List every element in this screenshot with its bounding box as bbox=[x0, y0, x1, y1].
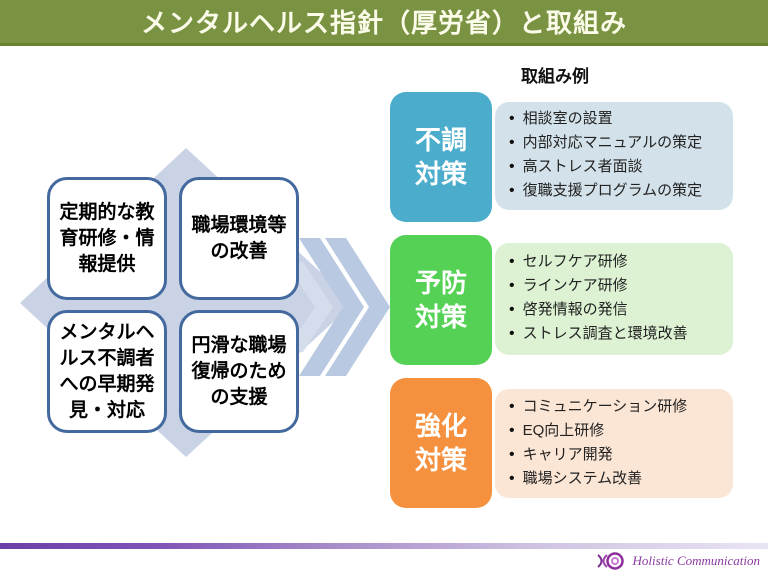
list-item: 職場システム改善 bbox=[509, 467, 733, 491]
list-item: 高ストレス者面談 bbox=[509, 155, 733, 179]
list-item: EQ向上研修 bbox=[509, 419, 733, 443]
list-item: コミュニケーション研修 bbox=[509, 395, 733, 419]
guideline-box-education: 定期的な教 育研修・情 報提供 bbox=[47, 177, 167, 300]
group-panel-fuchou: 相談室の設置 内部対応マニュアルの策定 高ストレス者面談 復職支援プログラムの策… bbox=[495, 102, 733, 210]
group-label-fuchou: 不調 対策 bbox=[390, 92, 492, 222]
bullet-list: コミュニケーション研修 EQ向上研修 キャリア開発 職場システム改善 bbox=[495, 395, 733, 491]
guideline-box-return-support: 円滑な職場 復帰のため の支援 bbox=[179, 310, 299, 433]
list-item: 啓発情報の発信 bbox=[509, 298, 733, 322]
company-logo: Holistic Communication bbox=[596, 550, 760, 572]
list-item: ラインケア研修 bbox=[509, 274, 733, 298]
list-item: 相談室の設置 bbox=[509, 107, 733, 131]
bullet-list: セルフケア研修 ラインケア研修 啓発情報の発信 ストレス調査と環境改善 bbox=[495, 250, 733, 346]
slide-title: メンタルヘルス指針（厚労省）と取組み bbox=[140, 8, 627, 38]
bullet-list: 相談室の設置 内部対応マニュアルの策定 高ストレス者面談 復職支援プログラムの策… bbox=[495, 107, 733, 203]
examples-header: 取組み例 bbox=[521, 67, 589, 86]
list-item: 復職支援プログラムの策定 bbox=[509, 179, 733, 203]
list-item: キャリア開発 bbox=[509, 443, 733, 467]
guideline-box-early-detection: メンタルヘ ルス不調者 への早期発 見・対応 bbox=[47, 310, 167, 433]
chevron-icon bbox=[325, 238, 390, 376]
title-banner: メンタルヘルス指針（厚労省）と取組み bbox=[0, 0, 768, 46]
list-item: セルフケア研修 bbox=[509, 250, 733, 274]
list-item: 内部対応マニュアルの策定 bbox=[509, 131, 733, 155]
group-label-yobou: 予防 対策 bbox=[390, 235, 492, 365]
footer-divider-line bbox=[0, 543, 768, 549]
guideline-box-environment: 職場環境等 の改善 bbox=[179, 177, 299, 300]
logo-mark-icon bbox=[596, 552, 624, 570]
chevron-icon bbox=[299, 238, 364, 376]
group-panel-kyouka: コミュニケーション研修 EQ向上研修 キャリア開発 職場システム改善 bbox=[495, 389, 733, 498]
group-label-kyouka: 強化 対策 bbox=[390, 378, 492, 508]
logo-text: Holistic Communication bbox=[632, 553, 760, 568]
group-panel-yobou: セルフケア研修 ラインケア研修 啓発情報の発信 ストレス調査と環境改善 bbox=[495, 243, 733, 355]
list-item: ストレス調査と環境改善 bbox=[509, 322, 733, 346]
